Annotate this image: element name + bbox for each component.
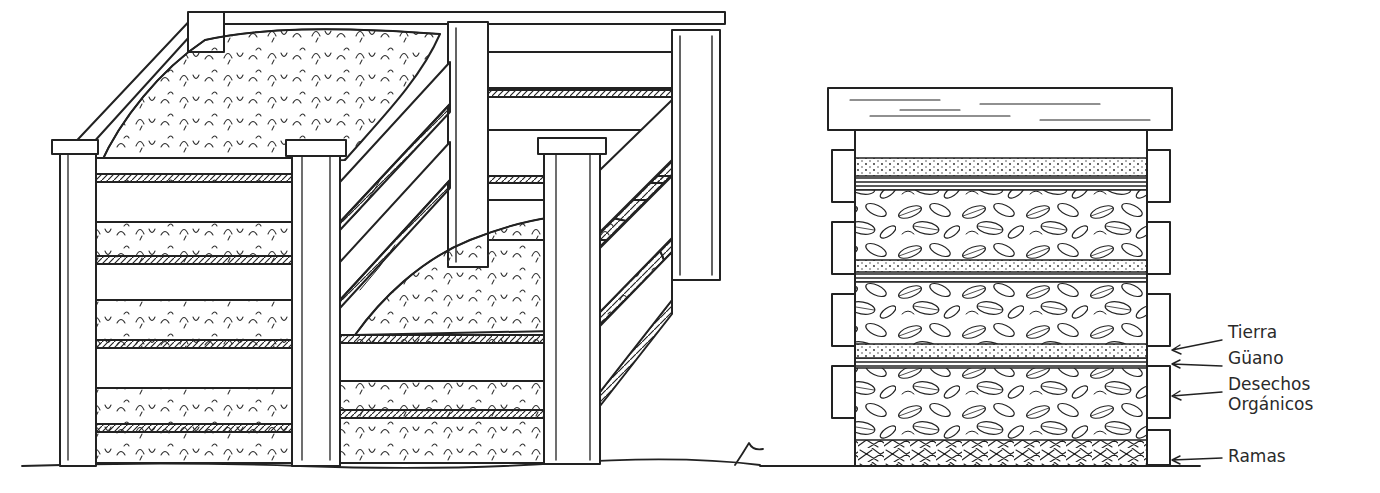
slat-end [832,366,855,418]
compost-layer [855,358,1147,368]
back-wall [470,52,680,88]
front-post [67,154,68,460]
side-wall [600,100,672,406]
front-wall [95,424,295,432]
divider-wall [340,180,450,308]
slat-end [832,150,855,202]
back-wall [470,90,680,97]
slat-end [1147,366,1170,418]
layer-section [760,88,1222,466]
layer-label: Desechos Orgánicos [1228,374,1328,414]
back-post [448,22,488,267]
layer-boundary [855,158,1147,440]
layer-label: Ramas [1228,446,1368,466]
front-post [556,154,590,460]
front-wall [95,158,295,463]
front-post [52,140,98,154]
compost-bin [22,12,763,468]
front-wall [95,174,295,182]
back-post [672,30,720,280]
layer-label: Tierra [1228,322,1368,342]
front-wall [340,335,545,343]
compost-layer [855,190,1147,260]
front-wall [340,335,545,463]
leader-arrow [1172,340,1222,354]
front-post [544,148,600,464]
side-wall [600,100,672,232]
compost-layer [855,344,1147,358]
side-post [855,130,1147,465]
layer-label: Güano [1228,348,1368,368]
front-wall [340,410,545,418]
front-wall [95,340,295,348]
side-wall [600,252,672,392]
slat-end [1147,222,1170,274]
front-post [538,138,606,154]
slat-end [832,150,1170,465]
ground-line [760,465,1200,467]
divider-wall [340,142,450,300]
divider-wall [340,62,450,308]
front-post [292,150,340,466]
divider-wall [350,180,395,290]
front-post [52,138,606,466]
leader-arrow [1172,360,1222,368]
front-post [302,156,330,460]
front-wall [95,348,295,388]
compost-layer [855,158,1147,176]
front-post [286,140,346,156]
front-wall [95,182,295,222]
front-wall [340,343,545,381]
front-wall [95,158,295,174]
front-wall [340,335,545,463]
compost-layer [855,282,1147,344]
wood-grain [850,100,1150,120]
front-wall [95,256,295,264]
front-wall [95,264,295,300]
front-wall [95,158,295,463]
compost-layer [855,176,1147,190]
slat-end [1147,430,1170,465]
slat-end [1147,294,1170,346]
leader-arrow [1172,456,1222,464]
leader-arrow [1172,340,1222,464]
slat-end [832,294,855,346]
lid-board [828,88,1172,130]
compost-layer [855,260,1147,272]
compost-layer [855,368,1147,440]
compost-layer [855,272,1147,282]
front-post [60,148,96,466]
slat-end [1147,150,1170,202]
slat-end [832,222,855,274]
leader-arrow [1172,391,1222,400]
compost-layer [855,440,1147,465]
